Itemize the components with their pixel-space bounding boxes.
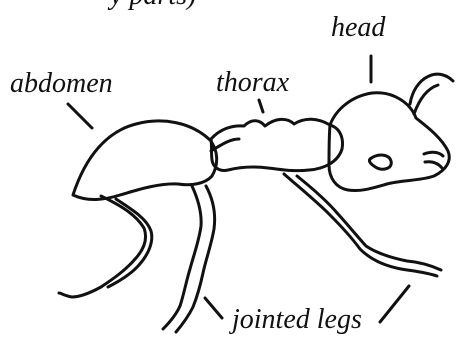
middle-leg (163, 186, 201, 329)
legs-leader-line-right (380, 286, 409, 322)
petiole (211, 139, 239, 151)
thorax-outline (211, 119, 343, 170)
legs-leader-line-left (205, 298, 222, 318)
label-thorax: thorax (216, 69, 289, 97)
middle-leg-inner (176, 186, 215, 332)
label-jointed-legs: jointed legs (232, 306, 362, 334)
label-head: head (331, 14, 385, 42)
eye (369, 155, 391, 169)
abdomen-outline (73, 121, 217, 200)
head-outline (329, 93, 449, 191)
mouthparts (424, 152, 443, 168)
antenna (410, 74, 453, 114)
abdomen-leader-line (68, 104, 92, 128)
label-abdomen: abdomen (10, 70, 113, 98)
thorax-leader-line (259, 100, 263, 112)
